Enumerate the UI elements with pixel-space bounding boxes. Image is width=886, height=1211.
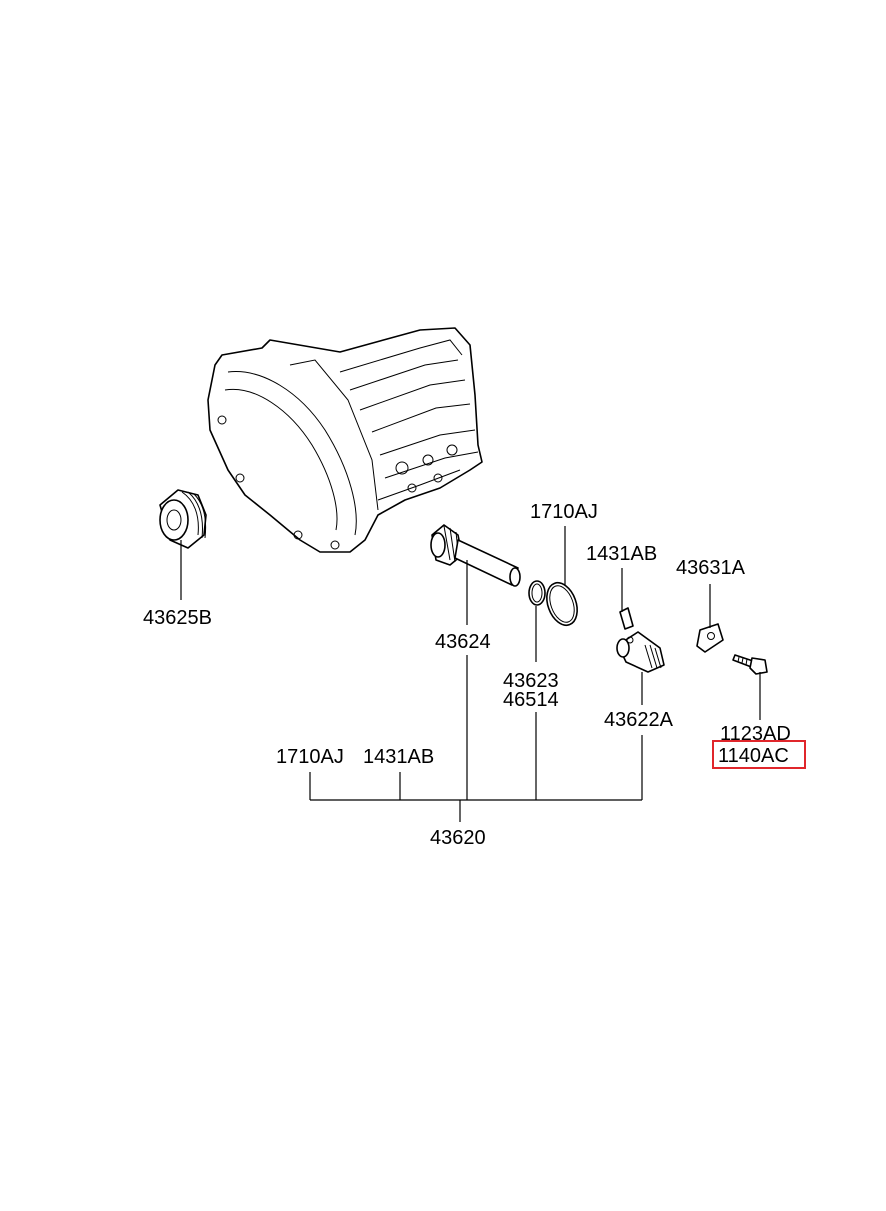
label-1710AJ-top: 1710AJ: [530, 501, 598, 523]
label-43622A: 43622A: [604, 709, 674, 731]
highlight-box-1140AC: [712, 740, 806, 769]
label-1431AB-top: 1431AB: [586, 543, 657, 565]
label-43631A: 43631A: [676, 557, 746, 579]
leader-lines: [180, 526, 761, 822]
part-1431AB-pin: [619, 607, 634, 630]
part-1140AC-bolt: [732, 654, 768, 675]
part-43625B-seal: [159, 489, 207, 549]
part-43623-small-oring: [528, 580, 546, 606]
part-43631A-lock-plate: [696, 623, 724, 653]
label-1123AD: 1123AD: [720, 723, 791, 745]
label-43620: 43620: [430, 827, 486, 849]
label-46514: 46514: [503, 689, 559, 711]
transmission-housing: [207, 327, 483, 553]
label-43623: 43623: [503, 670, 559, 692]
label-43624: 43624: [435, 631, 491, 653]
part-1710AJ-large-oring: [546, 581, 578, 627]
label-1431AB-bottom: 1431AB: [363, 746, 434, 768]
part-43622A-sleeve: [616, 631, 665, 673]
label-1140AC: 1140AC: [718, 745, 789, 767]
label-43625B: 43625B: [143, 607, 212, 629]
label-1710AJ-bottom: 1710AJ: [276, 746, 344, 768]
part-43624-shaft: [430, 524, 521, 587]
